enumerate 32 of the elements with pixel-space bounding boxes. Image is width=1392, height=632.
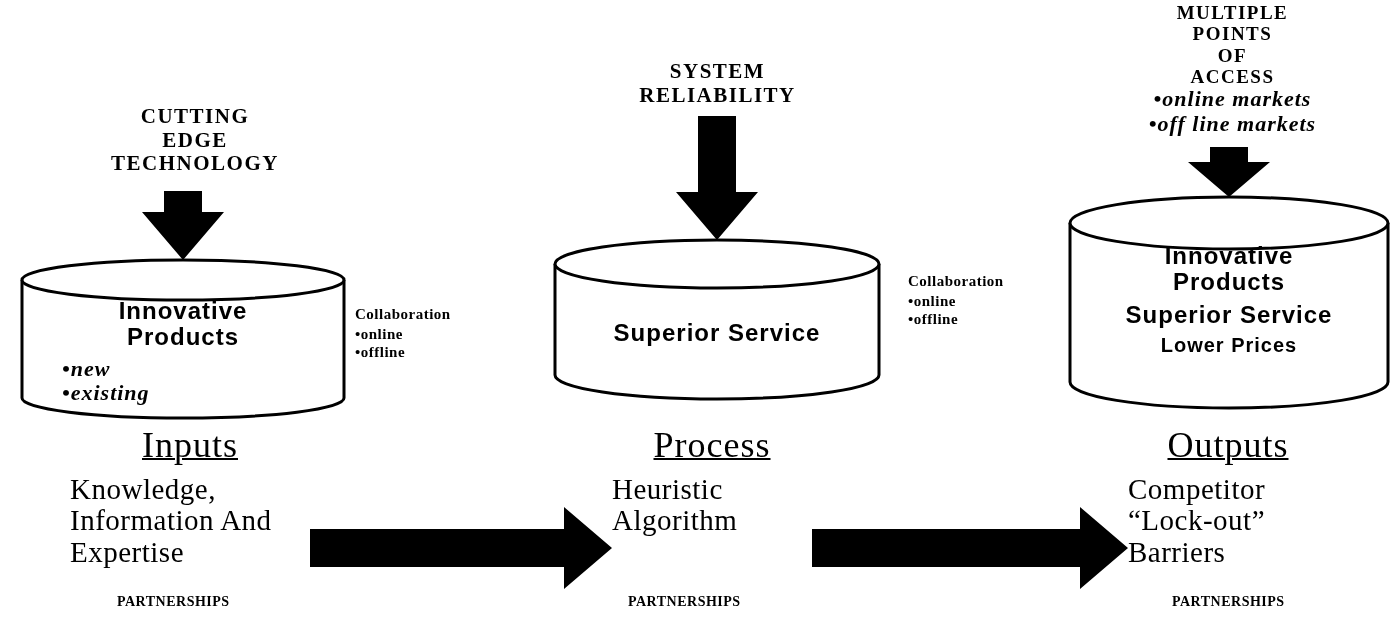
heading-text: SYSTEM RELIABILITY	[639, 60, 796, 108]
bullet-text: •off line markets	[1148, 111, 1317, 137]
cylinder-text: •new	[62, 356, 111, 381]
heading-text: CUTTING EDGE TECHNOLOGY	[111, 105, 279, 176]
footer-label: PARTNERSHIPS	[1172, 594, 1285, 610]
bullet-text: •online markets	[1153, 87, 1312, 112]
column-text: Heuristic Algorithm	[612, 474, 739, 537]
cylinder-text: Innovative Products	[1163, 243, 1295, 296]
note-text: Collaboration	[908, 273, 1004, 290]
column-title: Outputs	[1167, 424, 1289, 466]
note-text: •online	[908, 293, 956, 310]
note-text: •online	[355, 326, 403, 343]
column-title: Inputs	[142, 424, 238, 466]
cylinder-text: •existing	[62, 380, 150, 406]
block-arrow	[812, 507, 1128, 589]
note-text: •offline	[908, 311, 959, 328]
column-title: Process	[653, 424, 771, 466]
cylinder-text: Lower Prices	[1160, 334, 1298, 357]
cylinder-text: Innovative Products	[117, 298, 249, 351]
note-text: Collaboration	[355, 306, 451, 323]
heading-text: MULTIPLE POINTS OF ACCESS	[1176, 2, 1289, 88]
column-text: Competitor “Lock-out” Barriers	[1128, 474, 1267, 568]
footer-label: PARTNERSHIPS	[117, 594, 230, 610]
block-arrow	[142, 191, 224, 260]
block-arrow	[310, 507, 612, 589]
column-text: Knowledge, Information And Expertise	[70, 474, 273, 568]
block-arrow	[676, 116, 758, 240]
cylinder-text: Superior Service	[1125, 301, 1333, 329]
note-text: •offline	[355, 344, 406, 361]
block-arrow	[1188, 147, 1270, 197]
footer-label: PARTNERSHIPS	[628, 594, 741, 610]
cylinder-text: Superior Service	[613, 320, 821, 347]
